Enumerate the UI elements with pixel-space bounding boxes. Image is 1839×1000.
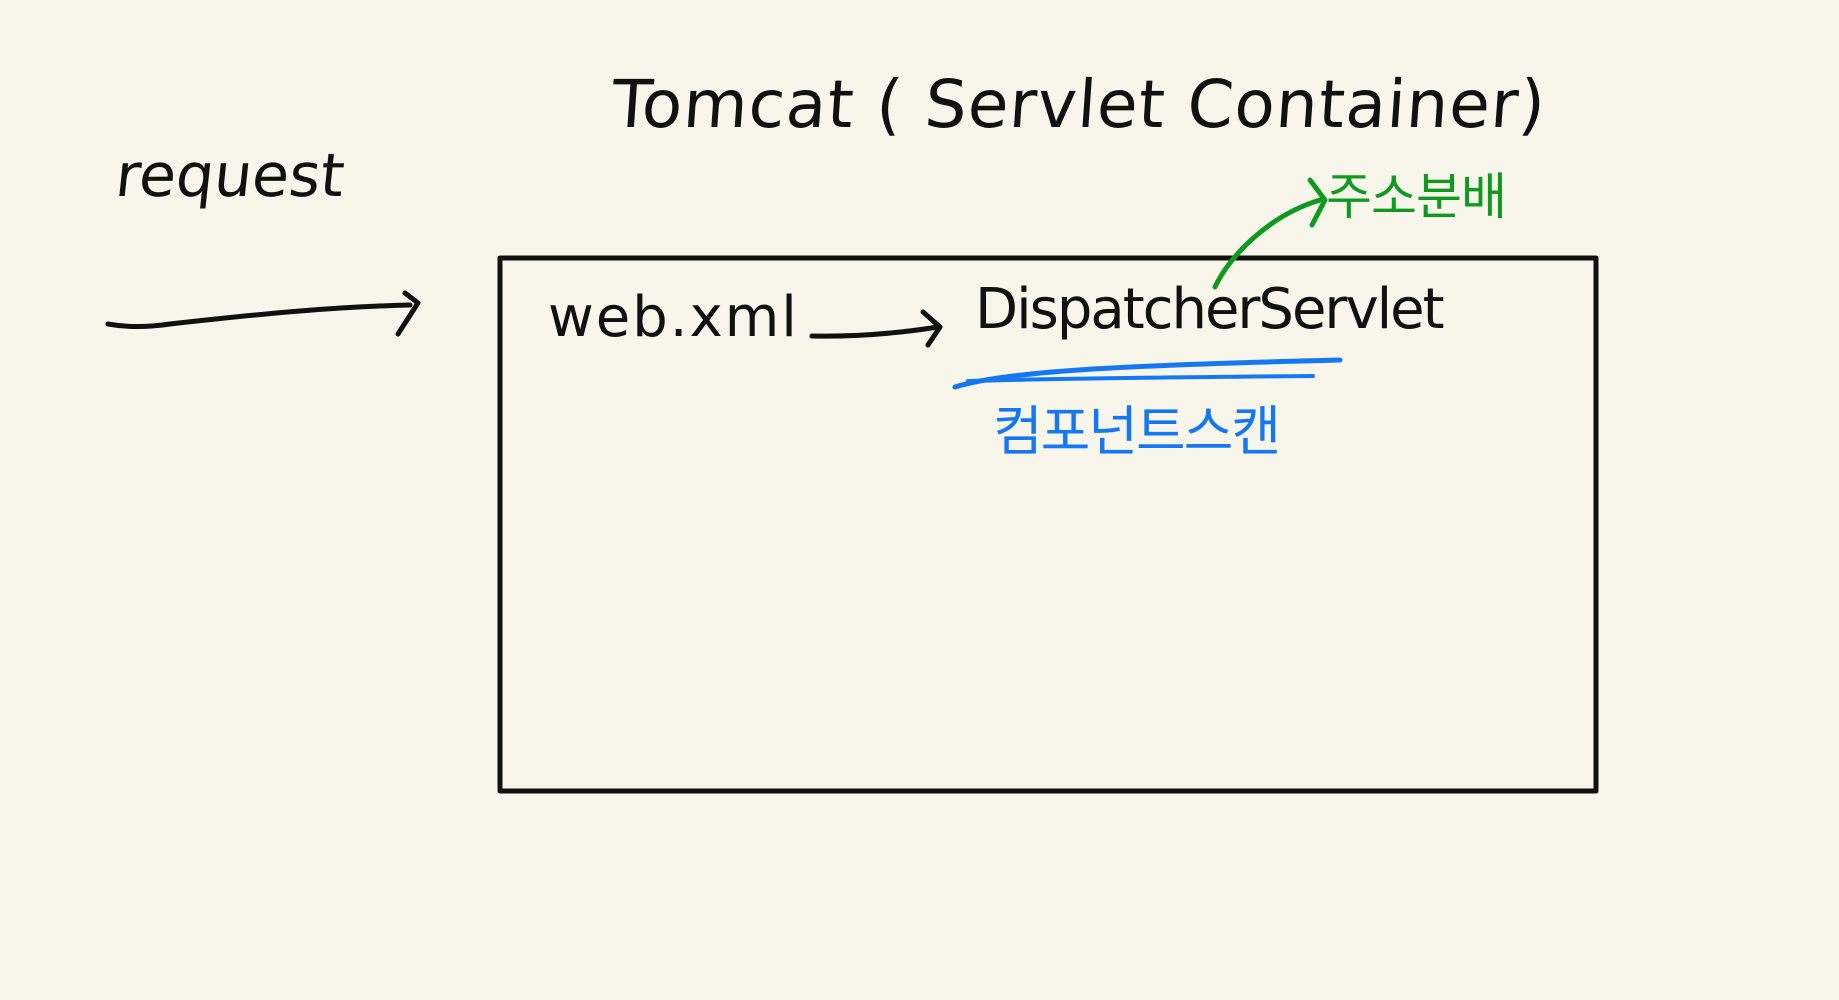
servlet-container-box [497, 255, 1599, 794]
request-arrow [105, 302, 413, 330]
diagram-title: Tomcat ( Servlet Container) [609, 66, 1549, 143]
address-mapping-arrow [1212, 197, 1323, 290]
dispatcher-underline [952, 357, 1343, 390]
dispatcher-underline-second [966, 374, 1315, 383]
webxml-label: web.xml [548, 285, 799, 350]
webxml-arrow [809, 324, 941, 339]
address-mapping-arrow-head [1307, 177, 1328, 228]
request-arrow-head [395, 290, 421, 337]
component-scan-note: 컴포넌트스캔 [993, 400, 1281, 463]
address-mapping-note: 주소분배 [1326, 168, 1507, 226]
request-label: request [112, 141, 348, 211]
dispatcher-servlet-label: DispatcherServlet [975, 277, 1445, 342]
webxml-arrow-head [920, 309, 943, 348]
